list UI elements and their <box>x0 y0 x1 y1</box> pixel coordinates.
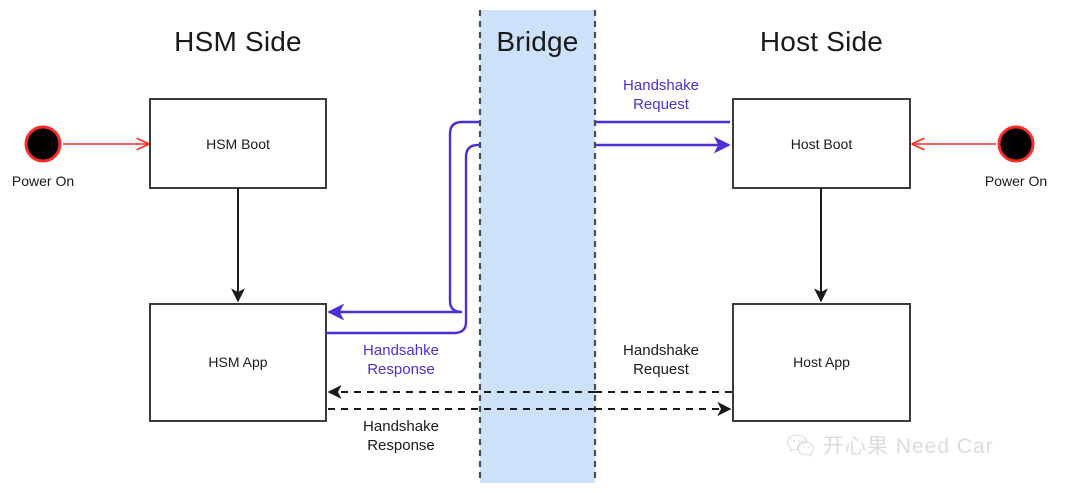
wechat-icon <box>786 433 816 457</box>
host-app-label: Host App <box>793 354 850 370</box>
watermark-text: 开心果 Need Car <box>823 435 994 458</box>
handshake-request-bottom-label: Handshake Request <box>596 341 726 379</box>
handshake-response-dark-line2: Response <box>367 437 435 454</box>
handshake-response-dark-label: Handshake Response <box>336 417 466 455</box>
host-boot-box <box>732 98 911 189</box>
hsm-boot-label: HSM Boot <box>206 136 270 152</box>
handshake-request-bottom-line2: Request <box>633 361 689 378</box>
bridge-lane-shape <box>478 10 597 483</box>
handshake-response-purple-outer <box>329 120 480 314</box>
handshake-response-purple-label: Handsahke Response <box>336 341 466 379</box>
handshake-request-top-line2: Request <box>633 96 689 113</box>
power-on-right-node <box>997 125 1035 163</box>
host-app-box <box>732 303 911 422</box>
handshake-response-purple-inner <box>326 143 480 335</box>
lane-title-host: Host Side <box>759 26 884 57</box>
watermark: 开心果 Need Car <box>786 430 994 460</box>
handshake-request-top-line1: Handshake <box>623 77 699 94</box>
handshake-request-top-label: Handshake Request <box>596 76 726 114</box>
lane-title-bridge: Bridge <box>496 26 579 57</box>
lane-title-hsm: HSM Side <box>174 26 302 57</box>
handshake-response-purple-line2: Response <box>367 361 435 378</box>
hsm-app-label: HSM App <box>208 354 268 370</box>
power-on-left-node <box>24 125 62 163</box>
handshake-response-dark-line1: Handshake <box>363 418 439 435</box>
handshake-request-bottom-line1: Handshake <box>623 342 699 359</box>
handshake-response-purple-line1: Handsahke <box>363 342 439 359</box>
hsm-app-box <box>149 303 327 422</box>
host-boot-label: Host Boot <box>790 136 853 152</box>
power-on-left-label: Power On <box>11 173 75 189</box>
power-on-right-label: Power On <box>984 173 1048 189</box>
